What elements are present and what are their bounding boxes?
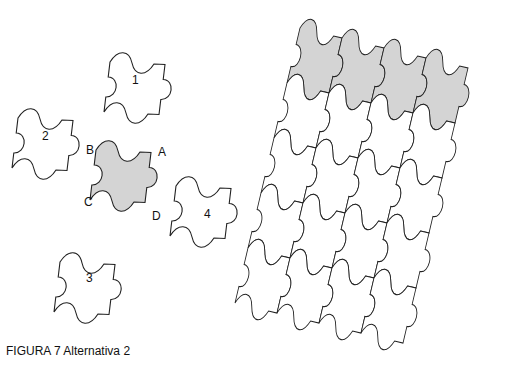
corner-letter: A bbox=[158, 146, 166, 158]
puzzle-piece-2 bbox=[11, 108, 83, 180]
piece-number: 4 bbox=[204, 208, 211, 220]
piece-number: 3 bbox=[86, 272, 93, 284]
piece-number: 2 bbox=[42, 130, 49, 142]
corner-letter: B bbox=[86, 144, 94, 156]
tessellation-tile bbox=[274, 247, 341, 335]
central-piece bbox=[89, 140, 161, 212]
puzzle-piece-4 bbox=[169, 176, 241, 248]
puzzle-piece-1 bbox=[103, 52, 175, 124]
tessellation-tile bbox=[316, 257, 383, 345]
piece-number: 1 bbox=[132, 74, 139, 86]
puzzle-piece-3 bbox=[53, 252, 125, 324]
figure-caption: FIGURA 7 Alternativa 2 bbox=[6, 344, 130, 358]
corner-letter: D bbox=[152, 210, 161, 222]
corner-letter: C bbox=[84, 196, 93, 208]
tessellation-tile bbox=[358, 267, 425, 355]
tessellation-tile bbox=[232, 237, 299, 325]
